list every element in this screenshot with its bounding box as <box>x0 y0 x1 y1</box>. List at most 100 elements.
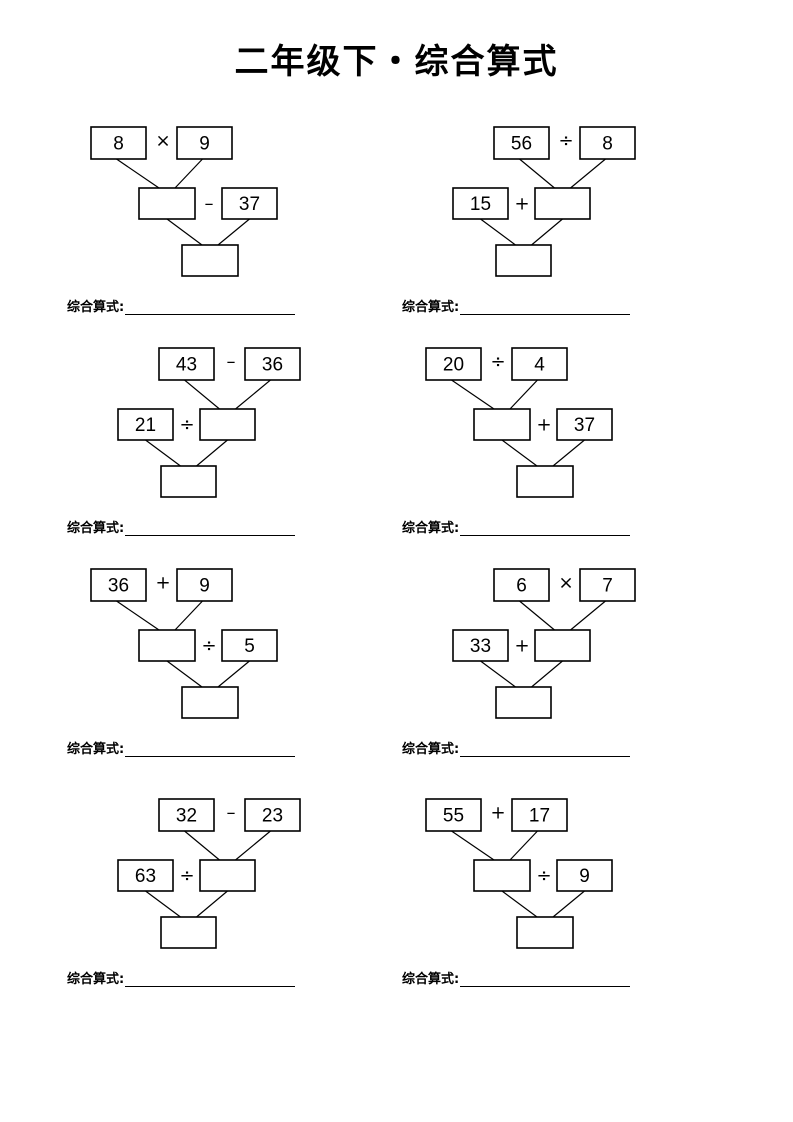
operand-number: 43 <box>176 355 197 376</box>
answer-blank-line[interactable] <box>460 300 631 315</box>
problem-diagram: 6 7 × 33 + <box>452 568 636 719</box>
number-box <box>493 568 550 602</box>
operand-number: 56 <box>511 134 532 155</box>
operand-number: 7 <box>602 576 613 597</box>
number-box <box>579 568 636 602</box>
operator-symbol: – <box>205 194 214 215</box>
number-box <box>158 347 215 381</box>
operator-symbol: – <box>227 803 236 824</box>
operand-number: 9 <box>199 134 210 155</box>
answer-label: 综合算式: <box>67 521 125 536</box>
connector-line <box>184 830 220 861</box>
operand-number: 36 <box>262 355 283 376</box>
answer-row: 综合算式: <box>67 295 296 315</box>
answer-blank-line[interactable] <box>125 742 296 757</box>
answer-blank-line[interactable] <box>125 972 296 987</box>
answer-label: 综合算式: <box>67 742 125 757</box>
operand-number: 33 <box>470 636 491 657</box>
intermediate-box <box>138 187 196 220</box>
intermediate-box <box>138 629 196 662</box>
result-box <box>160 465 217 498</box>
number-box <box>221 187 278 220</box>
answer-blank-line[interactable] <box>460 972 631 987</box>
result-box <box>181 686 239 719</box>
intermediate-box <box>199 408 256 441</box>
number-box <box>117 859 174 892</box>
number-box <box>244 347 301 381</box>
connector-line <box>166 218 203 246</box>
number-box <box>511 347 568 381</box>
number-box <box>221 629 278 662</box>
number-box <box>493 126 550 160</box>
number-box <box>117 408 174 441</box>
operator-symbol: + <box>490 803 505 824</box>
number-box <box>511 798 568 832</box>
operator-symbol: ÷ <box>490 352 505 373</box>
operand-number: 63 <box>135 866 156 887</box>
connector-line <box>552 439 585 467</box>
connector-line <box>166 660 203 688</box>
operator-symbol: + <box>514 194 529 215</box>
result-box <box>160 916 217 949</box>
operand-number: 17 <box>529 806 550 827</box>
connector-line <box>570 158 606 189</box>
operand-number: 5 <box>244 636 255 657</box>
connector-line <box>196 890 228 918</box>
operand-number: 37 <box>239 194 260 215</box>
connector-line <box>501 439 538 467</box>
connector-line <box>531 660 563 688</box>
number-box <box>556 859 613 892</box>
answer-blank-line[interactable] <box>460 742 631 757</box>
operand-number: 8 <box>113 134 124 155</box>
operator-symbol: + <box>155 573 170 594</box>
connector-line <box>145 890 181 918</box>
number-box <box>452 629 509 662</box>
operator-symbol: ÷ <box>179 866 194 887</box>
operator-symbol: + <box>536 415 551 436</box>
operator-symbol: × <box>558 573 573 594</box>
operand-number: 20 <box>443 355 464 376</box>
answer-row: 综合算式: <box>67 737 296 757</box>
number-box <box>176 568 233 602</box>
answer-blank-line[interactable] <box>460 521 631 536</box>
operand-number: 9 <box>199 576 210 597</box>
connector-line <box>451 830 495 861</box>
connector-line <box>509 379 538 410</box>
answer-blank-line[interactable] <box>125 300 296 315</box>
connector-line <box>217 660 250 688</box>
number-box <box>556 408 613 441</box>
operand-number: 23 <box>262 806 283 827</box>
connector-line <box>116 600 160 631</box>
answer-label: 综合算式: <box>402 521 460 536</box>
answer-label: 综合算式: <box>402 742 460 757</box>
connector-line <box>174 158 203 189</box>
intermediate-box <box>534 187 591 220</box>
connector-line <box>552 890 585 918</box>
number-box <box>176 126 233 160</box>
answer-label: 综合算式: <box>67 300 125 315</box>
connector-line <box>116 158 160 189</box>
connector-line <box>451 379 495 410</box>
answer-label: 综合算式: <box>67 972 125 987</box>
operator-symbol: + <box>514 636 529 657</box>
connector-line <box>145 439 181 467</box>
connector-line <box>217 218 250 246</box>
connector-line <box>531 218 563 246</box>
operand-number: 15 <box>470 194 491 215</box>
answer-blank-line[interactable] <box>125 521 296 536</box>
connector-line <box>196 439 228 467</box>
number-box <box>244 798 301 832</box>
connector-line <box>480 218 516 246</box>
number-box <box>90 568 147 602</box>
number-box <box>579 126 636 160</box>
answer-row: 综合算式: <box>402 516 631 536</box>
number-box <box>90 126 147 160</box>
connector-line <box>519 600 555 631</box>
connector-line <box>235 379 271 410</box>
operand-number: 6 <box>516 576 527 597</box>
result-box <box>516 465 574 498</box>
